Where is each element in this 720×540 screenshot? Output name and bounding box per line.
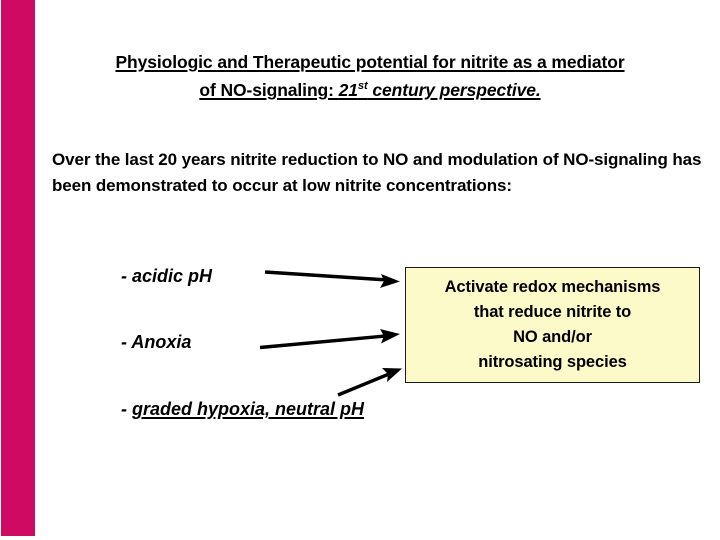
title-century-number: 21 (338, 80, 358, 100)
title-line-2-italic: 21st century perspective. (339, 80, 541, 100)
intro-paragraph: Over the last 20 years nitrite reduction… (52, 150, 702, 195)
factor-graded-hypoxia-label: graded hypoxia, neutral pH (132, 399, 365, 419)
factor-acidic-ph-label: acidic pH (132, 266, 213, 286)
factor-acidic-ph: - acidic pH (121, 266, 212, 287)
factor-anoxia: - Anoxia (121, 332, 191, 353)
accent-bar (1, 0, 35, 536)
factor-anoxia-label: Anoxia (131, 332, 192, 352)
arrow-anoxia-to-outcome (259, 329, 400, 350)
factor-anoxia-dash: - (121, 332, 132, 352)
outcome-line-1: Activate redox mechanisms (444, 278, 661, 296)
arrow-hypoxia-to-outcome (337, 368, 402, 397)
factor-graded-hypoxia-dash: - (121, 399, 132, 419)
title-line-2-prefix: of NO-signaling: (199, 80, 339, 100)
outcome-box-text: Activate redox mechanisms that reduce ni… (439, 275, 667, 375)
outcome-line-3: NO and/or (513, 328, 592, 346)
outcome-box: Activate redox mechanisms that reduce ni… (405, 267, 700, 383)
page-title: Physiologic and Therapeutic potential fo… (46, 48, 694, 104)
factor-graded-hypoxia: - graded hypoxia, neutral pH (121, 399, 364, 420)
title-line-2: of NO-signaling: 21st century perspectiv… (46, 76, 694, 104)
outcome-line-2: that reduce nitrite to (473, 303, 632, 321)
title-line-1: Physiologic and Therapeutic potential fo… (115, 52, 625, 72)
arrow-acidic-ph-to-outcome (264, 270, 400, 288)
title-century-ordinal-suffix: st (357, 80, 368, 93)
outcome-line-4: nitrosating species (478, 353, 627, 371)
title-century-rest: century perspective. (367, 80, 541, 100)
factor-acidic-ph-dash: - (121, 266, 132, 286)
